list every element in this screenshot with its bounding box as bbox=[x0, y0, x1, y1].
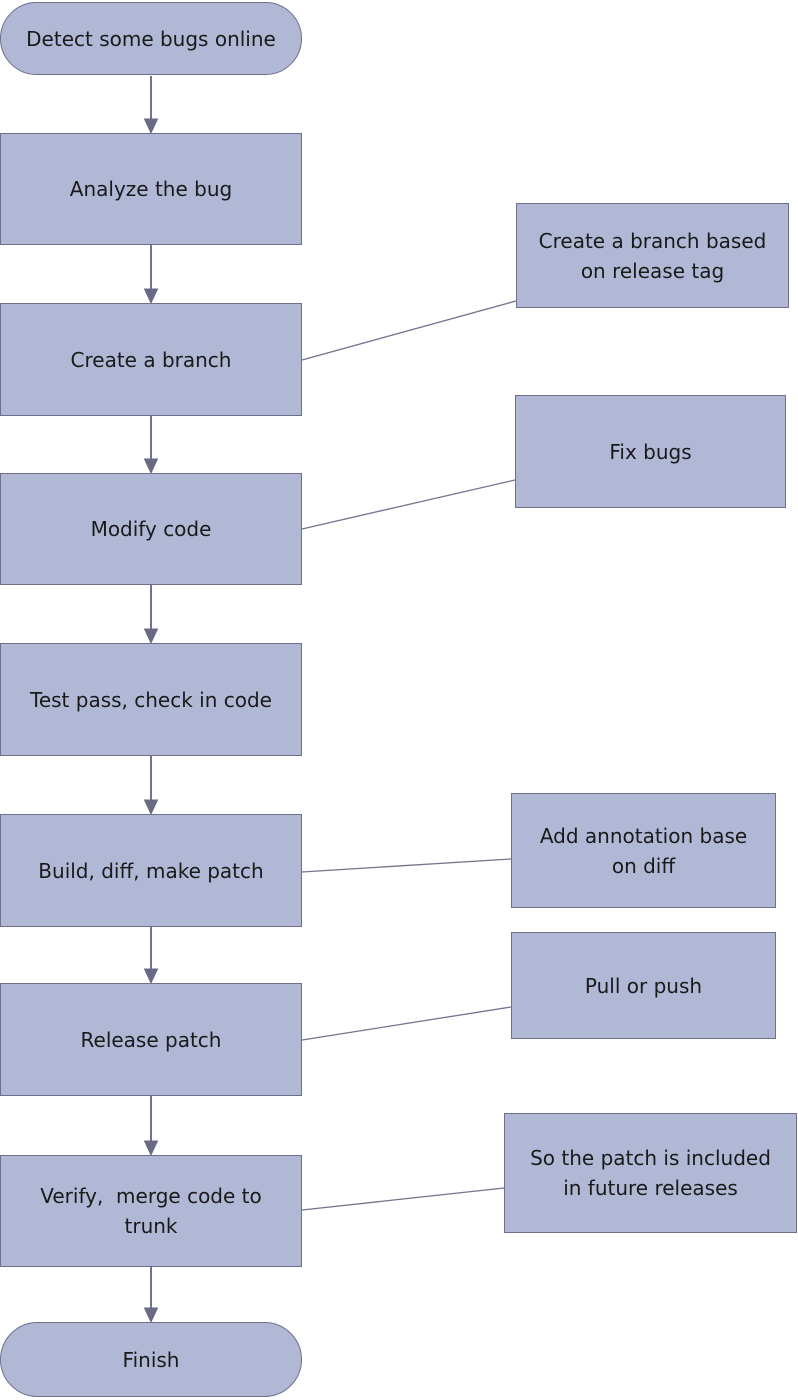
flow-arrow bbox=[143, 756, 159, 816]
annotation-add-annotation: Add annotation base on diff bbox=[511, 793, 776, 908]
node-analyze-bug: Analyze the bug bbox=[0, 133, 302, 245]
flow-arrow bbox=[143, 1267, 159, 1324]
annotation-label: Create a branch based on release tag bbox=[538, 228, 767, 283]
node-create-branch: Create a branch bbox=[0, 303, 302, 416]
flow-arrow bbox=[143, 1096, 159, 1157]
annotation-label: Fix bugs bbox=[609, 439, 692, 464]
node-label: Detect some bugs online bbox=[26, 26, 276, 51]
node-label: Modify code bbox=[90, 517, 212, 541]
annotation-connector bbox=[301, 300, 517, 361]
node-label: Verify, merge code to trunk bbox=[40, 1184, 262, 1238]
node-modify-code: Modify code bbox=[0, 473, 302, 585]
annotation-fix-bugs: Fix bugs bbox=[515, 395, 786, 508]
flow-arrow bbox=[143, 416, 159, 475]
node-label: Analyze the bug bbox=[69, 177, 233, 201]
annotation-create-branch: Create a branch based on release tag bbox=[516, 203, 789, 308]
annotation-future-releases: So the patch is included in future relea… bbox=[504, 1113, 797, 1233]
node-start: Detect some bugs online bbox=[0, 2, 302, 75]
node-finish: Finish bbox=[0, 1322, 302, 1397]
annotation-connector bbox=[301, 858, 512, 873]
flow-arrow bbox=[143, 585, 159, 645]
node-label: Test pass, check in code bbox=[30, 687, 272, 712]
annotation-label: So the patch is included in future relea… bbox=[530, 1146, 771, 1200]
annotation-connector bbox=[301, 1187, 505, 1211]
node-label: Finish bbox=[122, 1347, 180, 1372]
flow-arrow bbox=[143, 927, 159, 985]
node-label: Create a branch bbox=[70, 347, 232, 372]
annotation-connector bbox=[301, 1006, 512, 1041]
node-test-pass: Test pass, check in code bbox=[0, 643, 302, 756]
annotation-label: Pull or push bbox=[584, 973, 703, 998]
node-release-patch: Release patch bbox=[0, 983, 302, 1096]
flow-arrow bbox=[143, 76, 159, 135]
node-label: Build, diff, make patch bbox=[38, 858, 264, 883]
annotation-label: Add annotation base on diff bbox=[539, 823, 748, 878]
flow-arrow bbox=[143, 245, 159, 305]
node-build-diff-patch: Build, diff, make patch bbox=[0, 814, 302, 927]
annotation-pull-or-push: Pull or push bbox=[511, 932, 776, 1039]
node-label: Release patch bbox=[80, 1027, 222, 1052]
node-verify-merge: Verify, merge code to trunk bbox=[0, 1155, 302, 1267]
annotation-connector bbox=[301, 479, 516, 530]
